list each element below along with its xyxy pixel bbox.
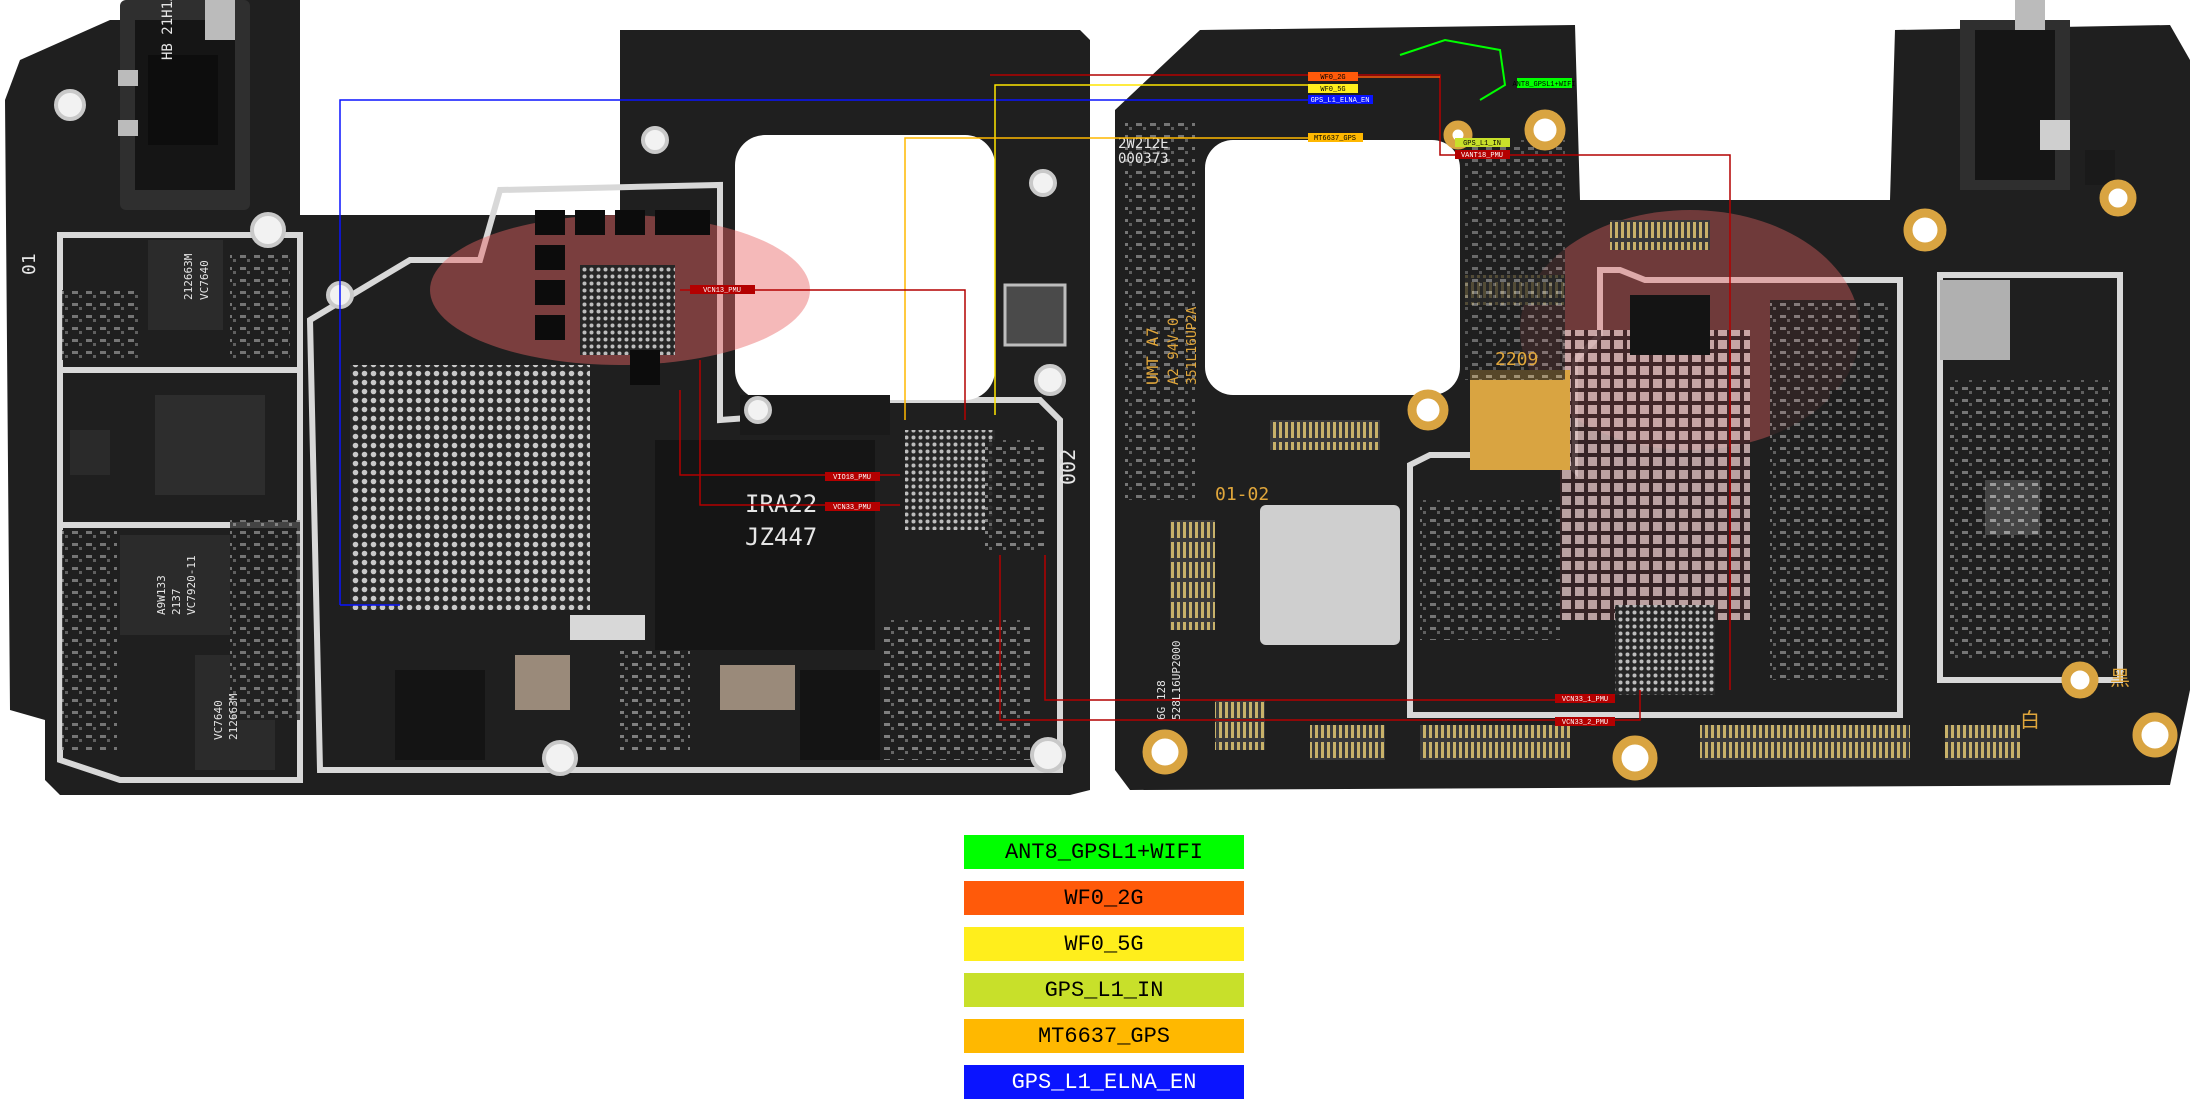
label-chip-mem-3: VC7920-11	[185, 555, 198, 615]
tag-vcn33-2: VCN33_2_PMU	[1555, 717, 1615, 727]
right-board: 2W212E 000373 UMT A7 A2 94V-0 351L16UP2A…	[1115, 0, 2190, 790]
tag-vcn33-1: VCN33_1_PMU	[1555, 694, 1615, 704]
svg-text:VCN33_2_PMU: VCN33_2_PMU	[1562, 719, 1608, 727]
svg-text:VCN13_PMU: VCN13_PMU	[703, 287, 741, 295]
tag-vcn33: VCN33_PMU	[825, 502, 880, 512]
legend-mt6637-gps: MT6637_GPS	[964, 1019, 1244, 1053]
legend-wf0-2g: WF0_2G	[964, 881, 1244, 915]
legend-gps-l1-in: GPS_L1_IN	[964, 973, 1244, 1007]
label-right-code-7: 01-02	[1215, 484, 1269, 505]
label-right-code-8: 528L16UP2000	[1170, 641, 1183, 720]
legend-gps-l1-elna-en: GPS_L1_ELNA_EN	[964, 1065, 1244, 1099]
label-soc-mark-2: JZ447	[745, 523, 817, 551]
label-right-code-4: A2 94V-0	[1166, 318, 1182, 385]
tag-vant18: VANT18_PMU	[1455, 150, 1510, 160]
legend-wf0-5g: WF0_5G	[964, 927, 1244, 961]
svg-text:ANT8_GPSL1+WIFI: ANT8_GPSL1+WIFI	[1512, 81, 1575, 89]
legend-ant8-gpsl1-wifi: ANT8_GPSL1+WIFI	[964, 835, 1244, 869]
label-chip-mem-1: 212663M	[182, 253, 195, 300]
svg-text:WF0_5G: WF0_5G	[1320, 86, 1345, 94]
label-right-code-3: UMT A7	[1143, 327, 1162, 385]
tag-vio18: VIO18_PMU	[825, 472, 880, 482]
tag-gps-l1-elna-en: GPS_L1_ELNA_EN	[1308, 95, 1373, 105]
label-chip-mem-6: VC7640	[212, 700, 225, 740]
tag-wf0-5g: WF0_5G	[1308, 84, 1358, 94]
tag-ant8: ANT8_GPSL1+WIFI	[1512, 78, 1576, 89]
label-board-num: 01	[19, 253, 40, 275]
label-mark-white: 白	[2020, 708, 2040, 732]
svg-text:VIO18_PMU: VIO18_PMU	[833, 474, 871, 482]
trace-vcn33-1	[999, 555, 1641, 721]
label-right-code-2: 000373	[1118, 151, 1169, 167]
label-chip-mem-2: VC7640	[198, 260, 211, 300]
trace-vant18	[990, 74, 1731, 690]
label-connector: HB 21H1A	[160, 0, 176, 60]
svg-text:VCN33_1_PMU: VCN33_1_PMU	[1562, 696, 1608, 704]
left-board: HB 21H1A 01 IRA22 JZ447 002 212663M VC76…	[5, 0, 1090, 795]
label-right-code-5: 351L16UP2A	[1185, 307, 1200, 385]
svg-text:GPS_L1_ELNA_EN: GPS_L1_ELNA_EN	[1311, 97, 1370, 105]
label-002: 002	[1056, 449, 1080, 485]
trace-vcn33-2	[1044, 555, 1560, 701]
motherboard-diagram: HB 21H1A 01 IRA22 JZ447 002 212663M VC76…	[5, 0, 2190, 795]
svg-text:WF0_2G: WF0_2G	[1320, 74, 1345, 82]
trace-vcn13	[680, 289, 966, 420]
tag-gps-l1-in: GPS_L1_IN	[1455, 138, 1510, 148]
trace-wf0-5g	[994, 84, 1310, 415]
label-soc-mark-1: IRA22	[745, 490, 817, 518]
label-chip-mem-5: A9W133	[155, 575, 168, 615]
svg-text:VCN33_PMU: VCN33_PMU	[833, 504, 871, 512]
svg-text:GPS_L1_IN: GPS_L1_IN	[1463, 140, 1501, 148]
label-right-code-1: 2W212E	[1118, 136, 1169, 152]
tag-vcn13-left: VCN13_PMU	[690, 285, 755, 295]
net-tags: WF0_2G WF0_5G GPS_L1_ELNA_EN ANT8_GPSL1+…	[690, 72, 1615, 727]
svg-text:VANT18_PMU: VANT18_PMU	[1461, 152, 1503, 160]
trace-mt6637-gps	[904, 137, 1310, 420]
tag-mt6637-gps: MT6637_GPS	[1308, 133, 1363, 143]
label-right-code-6: 2209	[1495, 349, 1538, 370]
net-traces	[339, 38, 1731, 721]
label-chip-mem-4: 2137	[170, 589, 183, 616]
trace-ant8	[1399, 38, 1507, 101]
trace-gps-l1-elna-en	[339, 99, 1360, 605]
label-mark-black: 黑	[2110, 666, 2130, 690]
svg-text:MT6637_GPS: MT6637_GPS	[1314, 135, 1356, 143]
tag-wf0-2g: WF0_2G	[1308, 72, 1358, 82]
label-chip-mem-7: 212663M	[227, 693, 240, 740]
